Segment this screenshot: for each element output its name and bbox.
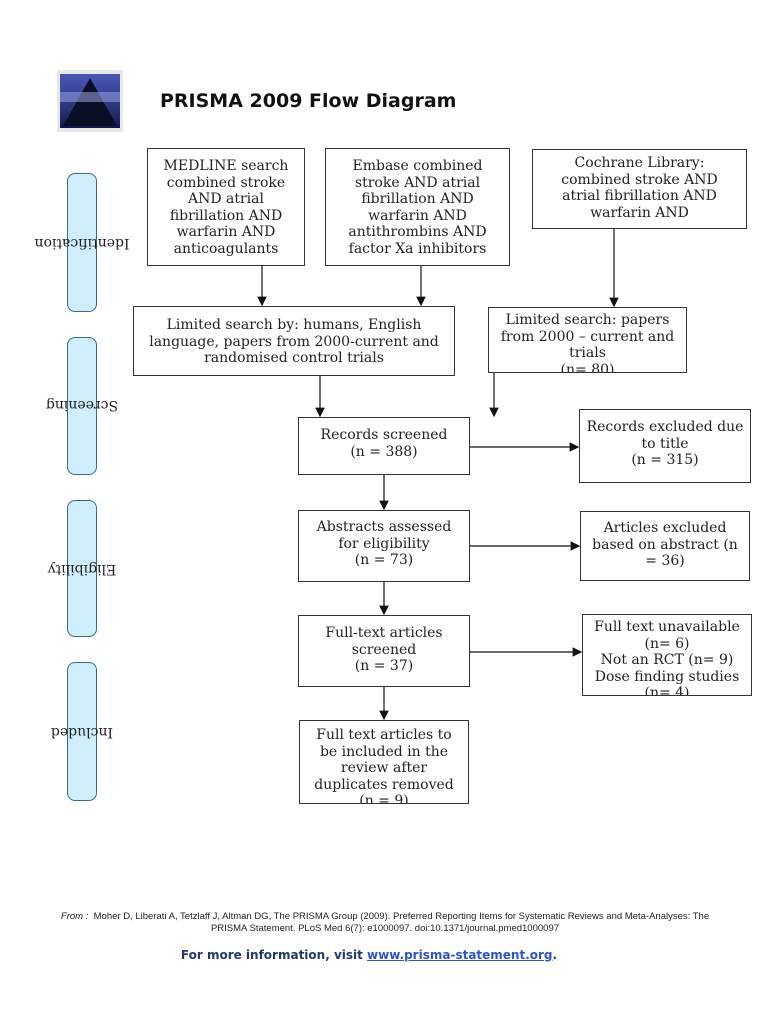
box-line: Abstracts assessed: [316, 519, 452, 535]
box-line: language, papers from 2000-current and: [149, 333, 439, 350]
box-line: combined stroke: [166, 174, 286, 191]
box-line: warfarin AND: [368, 207, 467, 224]
page-title: PRISMA 2009 Flow Diagram: [160, 90, 457, 112]
box-line: be included in the: [319, 743, 449, 760]
box-line: combined stroke AND: [561, 171, 718, 188]
more-info: For more information, visit www.prisma-s…: [0, 948, 738, 962]
box-line: MEDLINE search: [163, 158, 289, 174]
stage-bar-screening: [67, 337, 97, 475]
box-line: warfarin AND: [590, 204, 689, 221]
box-line: = 36): [645, 553, 685, 569]
prisma-logo: [57, 70, 123, 132]
box-line: Limited search: papers: [505, 312, 670, 328]
prisma-logo-graphic: [60, 74, 120, 128]
box-line: Full text articles to: [316, 727, 452, 743]
box-line: antithrombins AND: [348, 224, 487, 240]
box-line: Limited search by: humans, English: [166, 317, 422, 333]
citation-from: From :: [60, 911, 89, 922]
box-line: duplicates removed: [314, 776, 454, 793]
box-line: Records screened: [320, 427, 448, 443]
box-line: trials: [569, 345, 606, 361]
box-line: fibrillation AND: [169, 207, 283, 224]
box-line: Dose finding studies: [594, 668, 740, 685]
records-screened-box: Records screened(n = 388): [298, 417, 470, 475]
fulltext-excluded-box: Full text unavailable(n= 6)Not an RCT (n…: [582, 614, 752, 696]
box-line: factor Xa inhibitors: [348, 240, 487, 257]
box-line: randomised control trials: [204, 350, 384, 366]
box-line: Embase combined: [352, 158, 483, 174]
box-line: (n = 37): [354, 658, 414, 674]
box-line: Not an RCT (n= 9): [600, 652, 734, 668]
box-line: (n= 80): [560, 361, 615, 373]
more-info-text: For more information, visit: [180, 948, 368, 962]
box-line: from 2000 – current and: [500, 328, 675, 345]
box-line: screened: [351, 641, 417, 658]
box-line: fibrillation AND: [361, 191, 474, 207]
box-line: Full-text articles: [325, 625, 443, 641]
more-info-period: .: [552, 948, 558, 962]
stage-bar-identification: [67, 173, 97, 312]
prisma-website-link[interactable]: www.prisma-statement.org: [367, 948, 553, 962]
citation-text: Moher D, Liberati A, Tetzlaff J, Altman …: [93, 911, 710, 934]
box-line: for eligibility: [338, 535, 430, 552]
box-line: (n = 9): [359, 793, 409, 804]
box-line: Records excluded due: [586, 419, 744, 435]
box-line: anticoagulants: [173, 240, 279, 257]
box-line: (n = 388): [350, 443, 418, 460]
stage-bar-included: [67, 662, 97, 801]
box-line: review after: [340, 760, 428, 776]
box-line: AND atrial: [187, 191, 264, 207]
box-line: to title: [641, 435, 689, 452]
box-line: (n = 73): [354, 552, 414, 568]
box-line: (n= 4): [644, 685, 690, 696]
box-line: (n= 6): [644, 635, 690, 652]
box-line: Cochrane Library:: [574, 155, 705, 171]
box-line: atrial fibrillation AND: [562, 188, 717, 204]
box-line: (n = 315): [631, 452, 699, 468]
box-line: based on abstract (n: [592, 536, 738, 553]
box-line: warfarin AND: [176, 224, 276, 240]
stage-bar-eligibility: [67, 500, 97, 637]
box-line: Articles excluded: [603, 520, 727, 536]
citation: From : Moher D, Liberati A, Tetzlaff J, …: [60, 911, 710, 935]
box-line: stroke AND atrial: [354, 174, 481, 191]
box-line: Full text unavailable: [594, 619, 740, 635]
